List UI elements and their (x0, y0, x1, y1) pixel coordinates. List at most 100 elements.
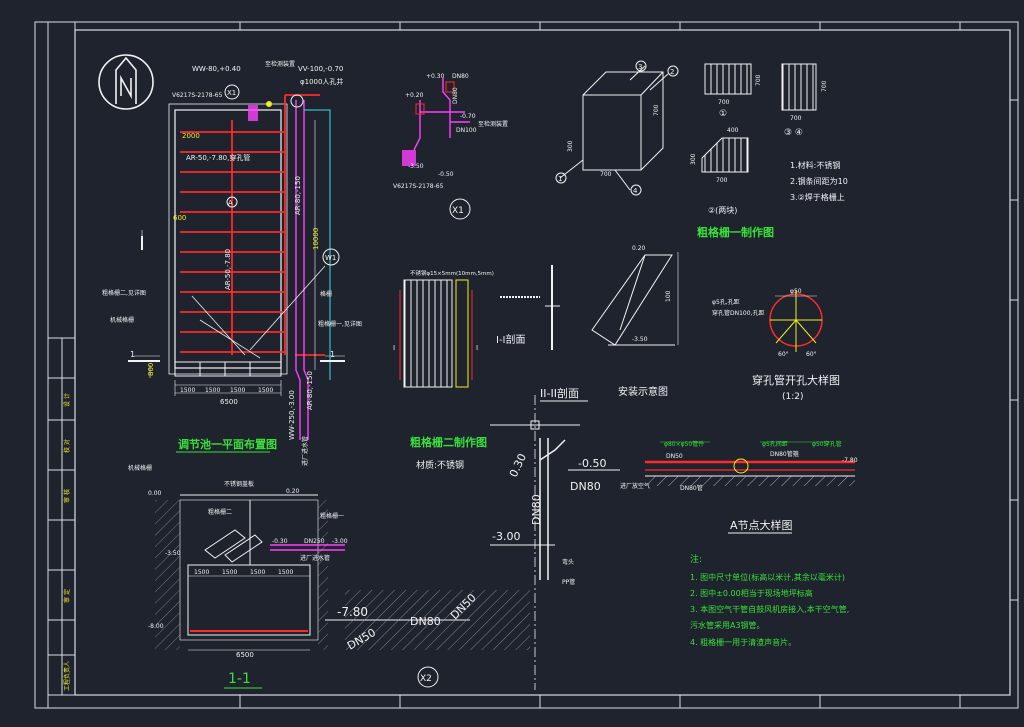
plan-valve-box: 至检测装置 (265, 60, 295, 68)
plan-pipe-ww1: WW-80,+0.40 (192, 65, 241, 73)
s11-lvl-m030: -0.30 (272, 538, 288, 545)
s2-section-label: I-I剖面 (496, 333, 526, 346)
s11-screen-top: 不锈钢盖板 (224, 480, 254, 488)
plan-dim-10000: 10000 (312, 228, 320, 250)
note-2: 2. 图中±0.00相当于现场地坪标高 (690, 588, 813, 598)
s1-title: 粗格栅一制作图 (697, 225, 774, 239)
plan-sec-mark-r: 1 (330, 350, 335, 359)
x2-p030: 0.30 (507, 452, 529, 480)
plan-manhole: φ1000人孔井 (300, 77, 343, 86)
node-p2: φ5孔间距 (762, 440, 788, 448)
title-cell-5: 工程负责人 (63, 661, 71, 691)
iso-n2: 2 (670, 68, 674, 76)
plan-dim-1500b: 1500 (205, 387, 220, 394)
note-1: 1. 图中尺寸单位(标高以米计,其余以毫米计) (690, 572, 845, 582)
north-arrow-icon (98, 54, 154, 110)
plan-dim-2000: 2000 (182, 132, 200, 140)
s2-lvl-020: 0.20 (632, 245, 646, 252)
node-a-detail: φ80×φ50管件 φ5孔间距 φ50穿孔管 DN50 DN80管箍 DN80管… (645, 440, 858, 534)
s11-lvl-m350: -3.50 (165, 550, 181, 557)
plan-ar4: AR-80,-150 (306, 371, 314, 410)
s2-material: 材质:不锈钢 (416, 459, 464, 471)
plan-x1: X1 (227, 89, 236, 97)
x2-dn80v: DN80 (530, 494, 543, 525)
plan-title: 调节池一平面布置图 (178, 437, 277, 451)
plan-sec-mark-l: 1 (130, 350, 135, 359)
iso-d700a: 700 (600, 171, 612, 178)
plan-screen1: 粗格栅一,见详图 (318, 320, 362, 328)
plan-screen2: 粗格栅二,见详图 (102, 289, 146, 297)
s1-w700c: 700 (716, 177, 728, 184)
plan-dim-1500c: 1500 (230, 387, 245, 394)
s2-sec-right: I (476, 344, 478, 352)
iso-d700b: 700 (653, 104, 660, 116)
section-1-1: 机械格栅 不锈钢盖板 粗格栅二 粗格栅一 0.00 0.20 -3.50 -0.… (128, 464, 348, 689)
s11-inlet: 进厂进水管 (300, 554, 330, 562)
s11-total: 6500 (236, 651, 254, 659)
aeration-pipes (180, 94, 325, 356)
x1-dn80b: DN80 (452, 87, 459, 104)
screen1-shapes: 700 700 ① 700 700 ③ ④ 400 700 300 ②(两块) … (690, 63, 848, 239)
x1-p030: +0.30 (426, 73, 445, 80)
plan-dim-6500: 6500 (220, 398, 238, 406)
perforation-detail: φ50 φ5孔,孔距 穿孔管DN100,孔距 60° 60° 穿孔管开孔大样图 … (712, 288, 840, 402)
s11-lvl-020: 0.20 (286, 488, 300, 495)
node-dn50: DN50 (666, 453, 683, 460)
x1-tag: X1 (452, 206, 464, 216)
note-4: 4. 粗格栅一用于清渣声音片。 (690, 637, 796, 647)
plan-ar3: AR-50,-7.80 (224, 249, 232, 290)
node-p1: φ80×φ50管件 (664, 440, 704, 448)
plan-dim-600: 600 (173, 214, 186, 222)
perf-ang1: 60° (778, 351, 789, 358)
title-cell-3: 审 核 (63, 489, 71, 503)
s11-lvl-000: 0.00 (148, 490, 162, 497)
plan-ww2: WW-250,-3.00 (288, 390, 296, 440)
frame-ticks (239, 22, 1018, 708)
s1-c34: ③ ④ (784, 128, 803, 138)
plan-w1: W1 (325, 254, 336, 262)
s11-screen2: 粗格栅二 (208, 508, 232, 516)
s11-d3: 1500 (250, 569, 265, 576)
plan-view: WW-80,+0.40 VV-100,-0.70 至检测装置 φ1000人孔井 … (102, 60, 362, 466)
node-p3: φ50穿孔管 (812, 440, 842, 448)
s1-h700a: 700 (755, 74, 762, 86)
iso-d300: 300 (567, 140, 574, 152)
iso-n4: 4 (633, 187, 638, 195)
perf-label2: 穿孔管DN100,孔距 (712, 309, 764, 317)
plan-a-mark: A (228, 199, 233, 207)
x1-valve: 至检测装置 (478, 120, 508, 128)
s1-note-2: 2.钢条间距为10 (790, 176, 848, 186)
note-3: 3. 本图空气干管自鼓风机房接入,本干空气管, (690, 604, 849, 614)
node-m780: -7.80 (842, 457, 858, 464)
iso-n1: 1 (558, 175, 562, 183)
x1-m070: -0.70 (460, 113, 476, 120)
x1-detail: X1 +0.30 DN80 +0.20 DN80 -0.70 DN100 至检测… (393, 73, 508, 220)
perf-title: 穿孔管开孔大样图 (752, 373, 840, 387)
title-cell-1: 设 计 (63, 393, 71, 407)
plan-ar2: AR-80,-150 (294, 176, 302, 215)
x1-m350: -3.50 (408, 163, 424, 170)
s11-dn250: DN250 (304, 538, 325, 545)
x2-m780: -7.80 (337, 605, 368, 619)
s11-lvl-m800: -8.00 (148, 623, 164, 630)
s1-w700a: 700 (718, 99, 730, 106)
s2-install: 安装示意图 (618, 385, 668, 398)
x2-title: II-II剖面 (540, 386, 579, 400)
s1-note-1: 1.材料:不锈钢 (790, 160, 840, 170)
s1-w700b: 700 (790, 115, 802, 122)
plan-ar1: AR-50,-7.80,穿孔管 (186, 153, 250, 162)
s1-note-3: 3.②焊于格栅上 (790, 192, 845, 202)
x2-section: II-II剖面 0.30 -0.50 DN80 进厂放空气 DN80 -3.00… (325, 386, 650, 690)
s1-c1: ① (719, 109, 727, 119)
x1-dn100: DN100 (456, 127, 477, 134)
x1-pump: V6217S-2178-65 (393, 183, 444, 190)
s1-c2: ②(两块) (708, 205, 737, 215)
title-cell-2: 校 对 (63, 439, 71, 453)
plan-inlet: 进厂进水管 (301, 436, 309, 466)
title-block: 设 计 校 对 审 核 审 定 工程负责人 (47, 337, 76, 696)
s2-bar-spec: 不锈钢φ15×5mm(10mm,5mm) (410, 269, 494, 277)
s1-h300: 300 (690, 153, 697, 165)
x2-pipe: PP管 (562, 578, 575, 586)
s11-d1: 1500 (194, 569, 209, 576)
